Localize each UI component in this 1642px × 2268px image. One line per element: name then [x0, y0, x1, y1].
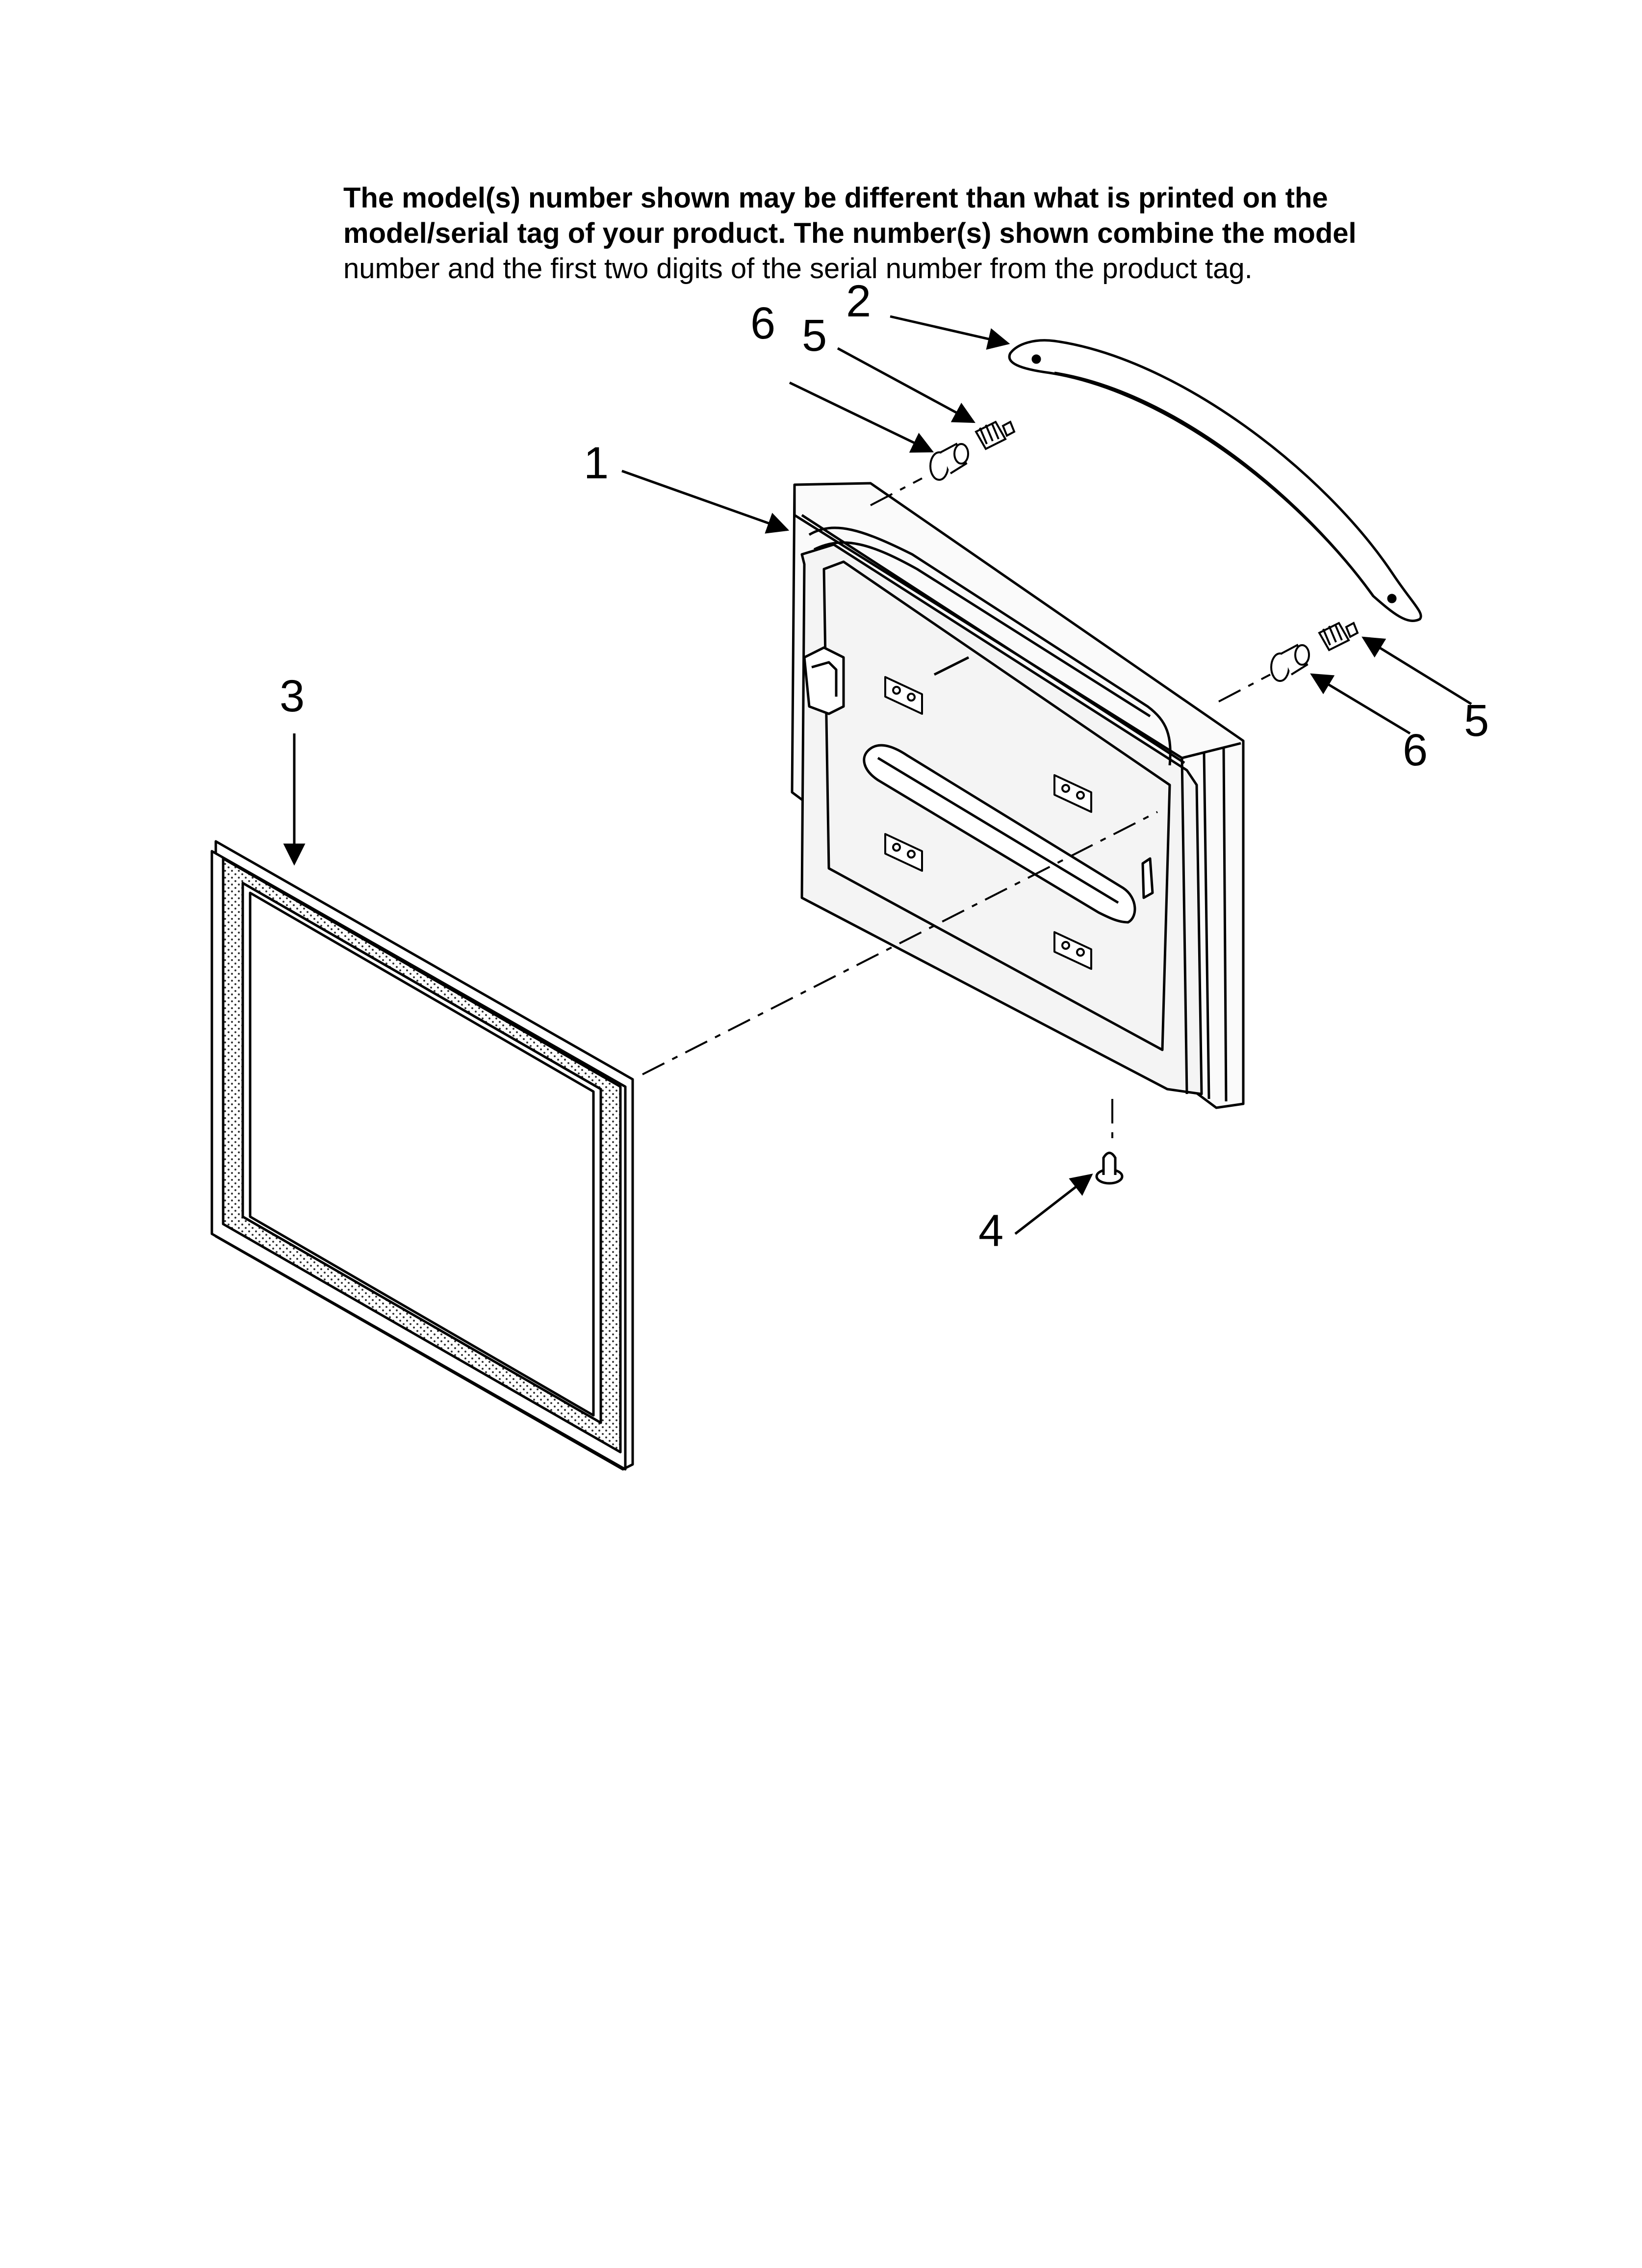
door-bin-brackets — [884, 676, 1092, 970]
spacer-top — [929, 443, 969, 481]
callout-label-spacer-top: 6 — [750, 298, 775, 348]
callout-label-screw-top: 5 — [802, 311, 827, 361]
callout-numbers: 1 2 3 4 5 6 5 6 — [280, 276, 1489, 1256]
callout-label-gasket: 3 — [280, 671, 305, 721]
callout-label-door-stop: 4 — [978, 1206, 1003, 1256]
notice-line-1: The model(s) number shown may be differe… — [343, 182, 1328, 214]
screw-top — [975, 420, 1016, 450]
notice-line-2: model/serial tag of your product. The nu… — [343, 217, 1357, 249]
door-gasket — [210, 840, 634, 1471]
spacer-right — [1270, 644, 1310, 682]
notice-line-3: number and the first two digits of the s… — [343, 253, 1253, 285]
door-stop — [1095, 1151, 1124, 1185]
callout-leaders — [283, 315, 1472, 1235]
callout-label-door: 1 — [584, 438, 609, 488]
door-handle — [1008, 339, 1422, 622]
model-number-notice: The model(s) number shown may be differe… — [343, 181, 1471, 287]
callout-label-handle: 2 — [846, 276, 871, 326]
callout-label-screw-right: 5 — [1464, 696, 1489, 746]
screw-right — [1318, 622, 1359, 652]
callout-label-spacer-right: 6 — [1403, 725, 1428, 775]
freezer-door — [791, 482, 1245, 1109]
alignment-lines — [642, 477, 1271, 1146]
